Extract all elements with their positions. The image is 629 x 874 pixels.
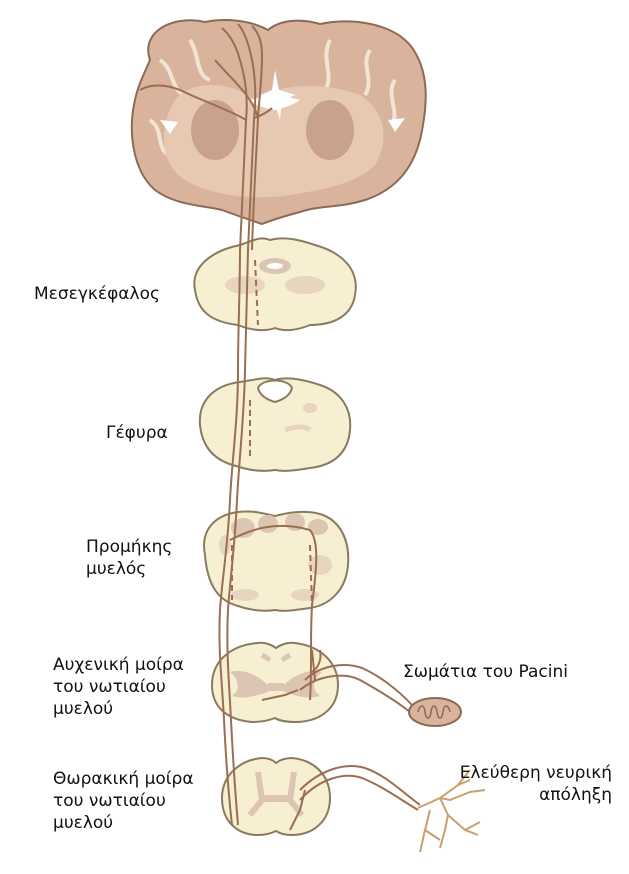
midbrain-section [193,237,357,332]
pons-section [198,377,352,472]
pacini-afferent [261,649,413,713]
label-free-nerve-ending: Ελεύθερη νευρική απόληξη [459,763,612,805]
thoracic-spinal-cord-section [220,756,332,837]
label-medulla: Προμήκης μυελός [86,537,173,579]
label-pacini: Σωμάτια του Pacini [403,662,568,682]
label-pons: Γέφυρα [106,423,168,443]
label-midbrain: Μεσεγκέφαλος [34,284,160,304]
free-nerve-ending-afferent [289,765,421,831]
cerebrum-coronal-section [130,19,427,226]
pacinian-corpuscle-icon [408,697,462,727]
label-thoracic: Θωρακική μοίρα του νωτιαίου μυελού [53,769,194,833]
cervical-spinal-cord-section [210,641,340,724]
label-cervical: Αυχενική μοίρα του νωτιαίου μυελού [53,655,184,719]
ascending-pathways [139,23,318,826]
free-nerve-ending-icon [417,769,486,853]
